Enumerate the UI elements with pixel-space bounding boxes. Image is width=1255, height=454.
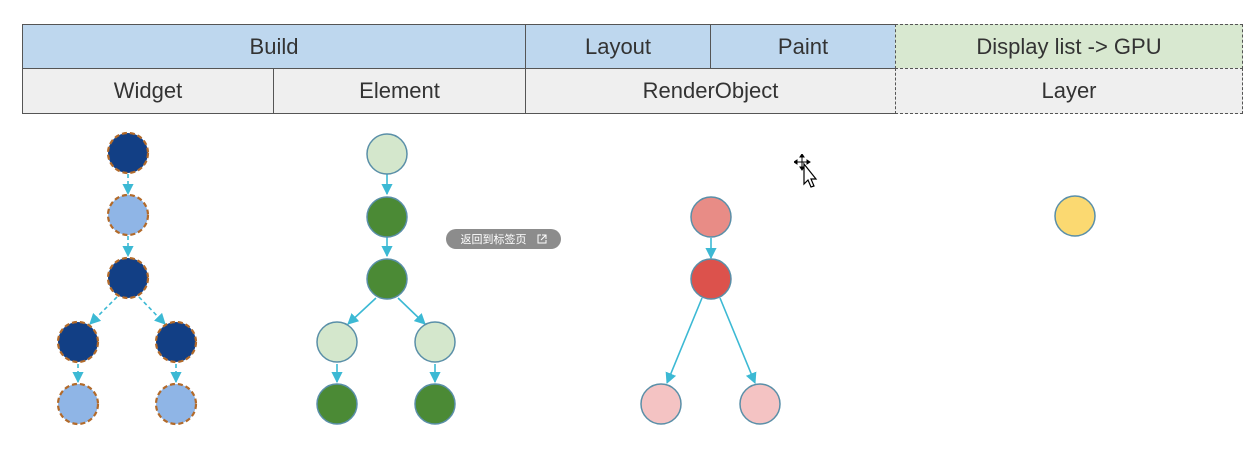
widget-header: Widget: [22, 68, 274, 114]
renderobject-node: [640, 383, 682, 425]
element-edge: [397, 297, 426, 325]
display-list-gpu-header: Display list -> GPU: [895, 24, 1243, 69]
element-node: [316, 321, 358, 363]
back-to-tab-label: 返回到标签页: [460, 233, 527, 246]
element-node: [316, 383, 358, 425]
layer-header: Layer: [895, 68, 1243, 114]
widget-node: [56, 320, 100, 364]
layer-node: [1054, 195, 1096, 237]
element-node: [414, 321, 456, 363]
widget-node: [154, 320, 198, 364]
element-header: Element: [273, 68, 526, 114]
external-link-icon: [537, 234, 546, 244]
widget-node: [56, 382, 100, 426]
renderobject-edge: [719, 297, 757, 385]
widget-edge: [89, 296, 118, 325]
renderobject-node-root: [690, 196, 732, 238]
widget-node: [106, 193, 150, 237]
build-header: Build: [22, 24, 526, 69]
element-node: [366, 258, 408, 300]
renderobject-edge: [665, 297, 703, 385]
paint-header: Paint: [710, 24, 896, 69]
move-cursor-icon: [794, 154, 818, 188]
renderobject-tree-nodes: [640, 196, 781, 425]
renderobject-node: [690, 258, 732, 300]
element-tree-edges: [331, 174, 441, 384]
widget-node: [106, 256, 150, 300]
element-node: [414, 383, 456, 425]
widget-node: [154, 382, 198, 426]
renderobject-node: [739, 383, 781, 425]
widget-edge: [138, 296, 166, 325]
element-node: [366, 196, 408, 238]
element-tree-nodes: [316, 133, 456, 425]
element-edge: [347, 297, 377, 325]
renderobject-tree-edges: [665, 238, 757, 385]
widget-tree-edges: [72, 174, 182, 384]
renderobject-header: RenderObject: [525, 68, 896, 114]
element-node-root: [366, 133, 408, 175]
widget-node-root: [106, 131, 150, 175]
widget-tree-nodes: [56, 131, 198, 426]
back-to-tab-button[interactable]: 返回到标签页: [446, 229, 561, 249]
